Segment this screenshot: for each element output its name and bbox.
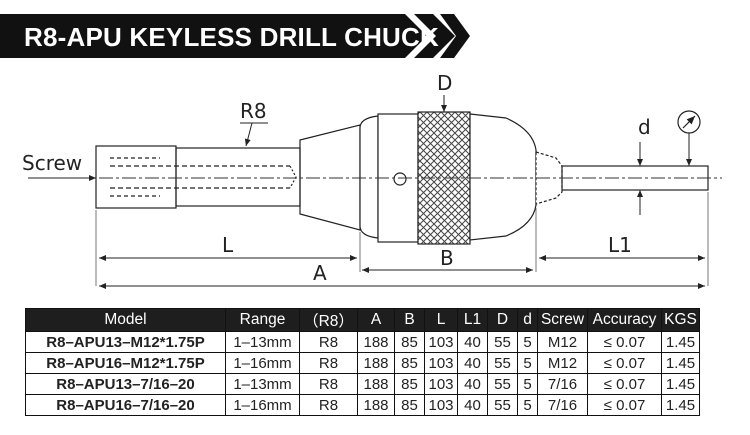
cell-screw: 7/16 xyxy=(537,373,588,395)
cell-b: 85 xyxy=(394,331,425,353)
header-d-inner: d xyxy=(517,308,538,332)
cell-d-outer: 55 xyxy=(487,394,518,416)
cell-kgs: 1.45 xyxy=(661,373,700,395)
header-a: A xyxy=(357,308,395,332)
label-l1: L1 xyxy=(608,233,632,257)
cell-d-outer: 55 xyxy=(487,352,518,374)
cell-accuracy: ≤ 0.07 xyxy=(587,331,662,353)
cell-model: R8–APU16–M12*1.75P xyxy=(25,352,226,374)
label-d-inner: d xyxy=(638,115,651,139)
cell-d-outer: 55 xyxy=(487,331,518,353)
cell-d-outer: 55 xyxy=(487,373,518,395)
label-a: A xyxy=(313,261,327,285)
cell-l1: 40 xyxy=(457,352,488,374)
table-row: R8–APU16–7/16–20 1–16mm R8 188 85 103 40… xyxy=(25,394,700,416)
r8-shank xyxy=(95,124,361,231)
cell-b: 85 xyxy=(394,352,425,374)
page-title: R8-APU KEYLESS DRILL CHUCK xyxy=(24,22,439,52)
cell-r8: R8 xyxy=(299,373,358,395)
header-l1: L1 xyxy=(457,308,488,332)
table-row: R8–APU16–M12*1.75P 1–16mm R8 188 85 103 … xyxy=(25,352,700,374)
cell-screw: M12 xyxy=(537,331,588,353)
cell-a: 188 xyxy=(357,331,395,353)
cell-kgs: 1.45 xyxy=(661,331,700,353)
cell-range: 1–13mm xyxy=(225,331,300,353)
label-b: B xyxy=(440,246,454,270)
cell-r8: R8 xyxy=(299,331,358,353)
cell-range: 1–13mm xyxy=(225,373,300,395)
cell-range: 1–16mm xyxy=(225,352,300,374)
header-accuracy: Accuracy xyxy=(587,308,662,332)
header-r8: （R8） xyxy=(299,308,358,332)
cell-d-inner: 5 xyxy=(517,394,538,416)
chevron-icon xyxy=(440,14,470,58)
label-r8: R8 xyxy=(240,99,267,123)
cell-kgs: 1.45 xyxy=(661,352,700,374)
cell-l: 103 xyxy=(424,394,458,416)
label-screw: Screw xyxy=(22,151,82,175)
cell-screw: M12 xyxy=(537,352,588,374)
cell-b: 85 xyxy=(394,373,425,395)
title-banner xyxy=(0,14,470,58)
cell-d-inner: 5 xyxy=(517,373,538,395)
label-d-outer: D xyxy=(437,71,452,95)
cell-r8: R8 xyxy=(299,352,358,374)
cell-accuracy: ≤ 0.07 xyxy=(587,394,662,416)
table-row: R8–APU13–7/16–20 1–13mm R8 188 85 103 40… xyxy=(25,373,700,395)
cell-d-inner: 5 xyxy=(517,352,538,374)
header-d-outer: D xyxy=(487,308,518,332)
cell-l: 103 xyxy=(424,352,458,374)
header-screw: Screw xyxy=(537,308,588,332)
cell-a: 188 xyxy=(357,373,395,395)
label-l: L xyxy=(222,233,234,257)
chevron-icon xyxy=(414,14,455,58)
cell-model: R8–APU13–7/16–20 xyxy=(25,373,226,395)
cell-l1: 40 xyxy=(457,331,488,353)
header-model: Model xyxy=(25,308,226,332)
cell-model: R8–APU16–7/16–20 xyxy=(25,394,226,416)
cell-a: 188 xyxy=(357,352,395,374)
cell-accuracy: ≤ 0.07 xyxy=(587,352,662,374)
chuck-drawing: Screw R8 D d L L1 B A xyxy=(22,71,722,289)
cell-b: 85 xyxy=(394,394,425,416)
table-row: R8–APU13–M12*1.75P 1–13mm R8 188 85 103 … xyxy=(25,331,700,353)
spec-table: Model Range （R8） A B L L1 D d Screw Accu… xyxy=(25,308,700,416)
cell-d-inner: 5 xyxy=(517,331,538,353)
cell-accuracy: ≤ 0.07 xyxy=(587,373,662,395)
cell-l1: 40 xyxy=(457,394,488,416)
cell-range: 1–16mm xyxy=(225,394,300,416)
header-range: Range xyxy=(225,308,300,332)
cell-a: 188 xyxy=(357,394,395,416)
cell-r8: R8 xyxy=(299,394,358,416)
header-kgs: KGS xyxy=(661,308,700,332)
cell-model: R8–APU13–M12*1.75P xyxy=(25,331,226,353)
runout-icon xyxy=(677,110,701,166)
cell-l: 103 xyxy=(424,373,458,395)
header-l: L xyxy=(424,308,458,332)
cell-l: 103 xyxy=(424,331,458,353)
cell-screw: 7/16 xyxy=(537,394,588,416)
header-b: B xyxy=(394,308,425,332)
cell-kgs: 1.45 xyxy=(661,394,700,416)
table-header-row: Model Range （R8） A B L L1 D d Screw Accu… xyxy=(25,308,700,332)
cell-l1: 40 xyxy=(457,373,488,395)
